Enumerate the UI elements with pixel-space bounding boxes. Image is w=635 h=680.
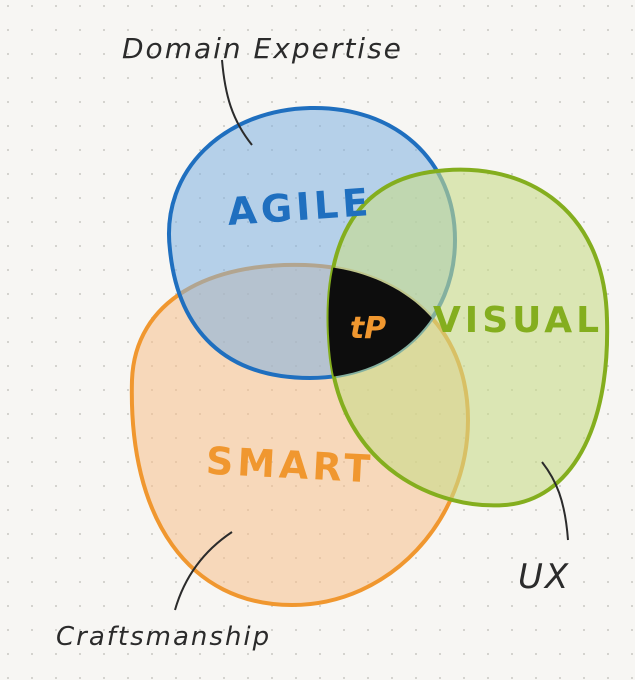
- visual-annotation: UX: [518, 557, 570, 597]
- smart-label: SMART: [205, 439, 375, 492]
- center-label: tP: [350, 311, 386, 346]
- visual-label: VISUAL: [433, 300, 603, 341]
- smart-annotation-pointer: [174, 531, 233, 611]
- smart-annotation: Craftsmanship: [56, 622, 271, 652]
- visual-annotation-pointer: [541, 461, 569, 541]
- agile-annotation: Domain Expertise: [122, 32, 403, 65]
- center-intersection-region: [328, 264, 455, 378]
- visual-set-circle: [326, 167, 610, 508]
- agile-label: AGILE: [226, 180, 374, 234]
- agile-annotation-pointer: [221, 59, 253, 146]
